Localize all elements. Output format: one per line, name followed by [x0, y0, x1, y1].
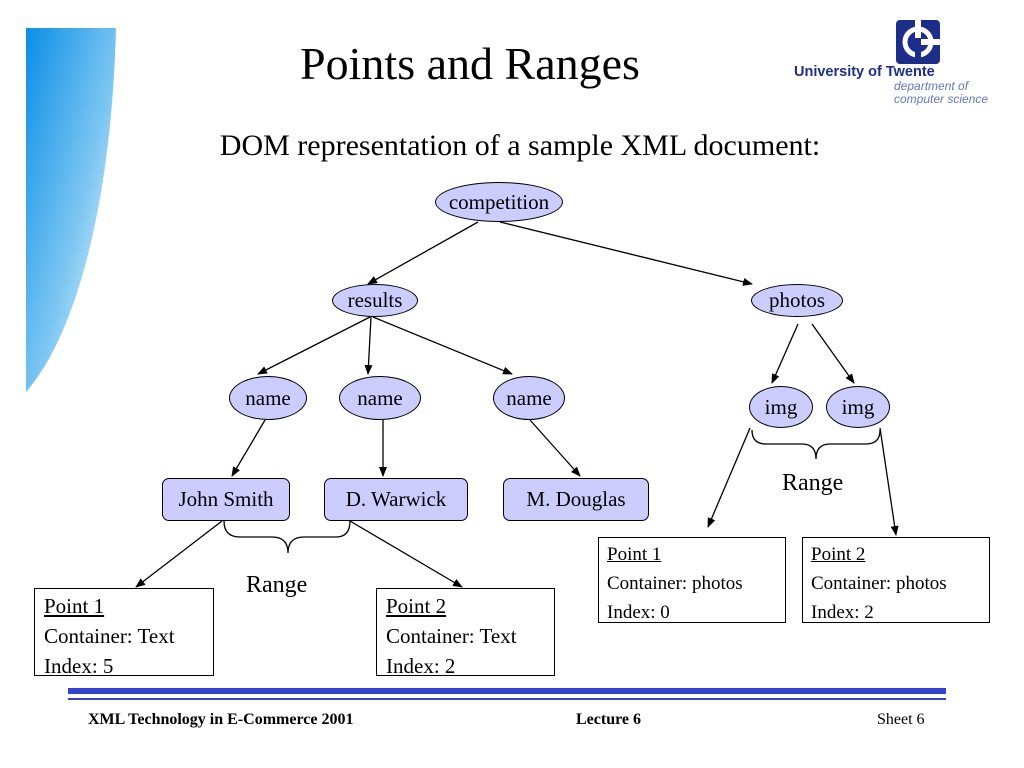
node-name-2: name — [339, 376, 421, 420]
text-point2-box: Point 2 Container: Text Index: 2 — [376, 588, 555, 678]
node-photos: photos — [751, 284, 843, 317]
footer-course: XML Technology in E-Commerce 2001 — [88, 711, 354, 728]
photo-point1-box: Point 1 Container: photos Index: 0 — [598, 537, 786, 623]
edge-results-name3 — [372, 316, 513, 375]
text-node-john-smith: John Smith — [162, 478, 290, 521]
footer-lecture: Lecture 6 — [576, 711, 642, 728]
node-img-1: img — [749, 386, 813, 428]
photo-point2-container: Container: photos — [811, 573, 947, 594]
edge-photos-img1 — [771, 323, 799, 384]
department-name: department of computer science — [894, 80, 988, 106]
photo-point2-title: Point 2 — [811, 544, 866, 565]
footer-sheet: Sheet 6 — [877, 711, 925, 728]
arrow-text-point2 — [349, 520, 463, 588]
photo-range-label: Range — [782, 470, 844, 496]
photo-point1-index: Index: 0 — [607, 602, 670, 623]
text-point1-index: Index: 5 — [44, 654, 114, 678]
edge-competition-photos — [499, 221, 753, 286]
edge-results-name2 — [364, 316, 373, 375]
photo-point1-container: Container: photos — [607, 573, 743, 594]
edge-name1-johnsmith — [231, 419, 266, 477]
slide-title: Points and Ranges — [300, 38, 640, 89]
edge-name3-mdouglas — [529, 419, 581, 477]
footer-rule-thick — [68, 688, 946, 694]
text-point1-title: Point 1 — [44, 594, 105, 618]
arrow-photo-point2 — [879, 427, 899, 536]
text-point1-box: Point 1 Container: Text Index: 5 — [34, 588, 214, 678]
slide-subtitle: DOM representation of a sample XML docum… — [219, 129, 821, 162]
text-node-d-warwick: D. Warwick — [324, 478, 468, 521]
node-name-3: name — [493, 376, 565, 420]
node-results: results — [332, 284, 418, 317]
text-node-m-douglas: M. Douglas — [503, 478, 649, 521]
university-logo-icon — [896, 20, 940, 64]
edge-results-name1 — [257, 316, 371, 375]
edge-competition-results — [367, 221, 479, 285]
node-competition: competition — [435, 182, 563, 222]
text-range-label: Range — [246, 572, 308, 598]
department-line-1: department of — [894, 79, 969, 93]
node-img-2: img — [826, 386, 890, 428]
photo-point1-title: Point 1 — [607, 544, 662, 565]
text-point2-title: Point 2 — [386, 594, 447, 618]
photo-point2-index: Index: 2 — [811, 602, 874, 623]
footer-rule-thin — [68, 698, 946, 700]
text-point2-container: Container: Text — [386, 624, 517, 648]
arrow-text-point1 — [135, 520, 223, 588]
decorative-gradient-bar — [26, 28, 116, 392]
university-name: University of Twente — [794, 64, 935, 80]
edge-photos-img2 — [811, 323, 855, 384]
text-point1-container: Container: Text — [44, 624, 175, 648]
department-line-2: computer science — [894, 92, 989, 106]
node-name-1: name — [229, 376, 307, 420]
photo-point2-box: Point 2 Container: photos Index: 2 — [802, 537, 990, 623]
photo-range-brace — [751, 429, 881, 460]
text-point2-index: Index: 2 — [386, 654, 456, 678]
text-range-brace — [223, 520, 351, 554]
arrow-photo-point1 — [707, 427, 751, 528]
